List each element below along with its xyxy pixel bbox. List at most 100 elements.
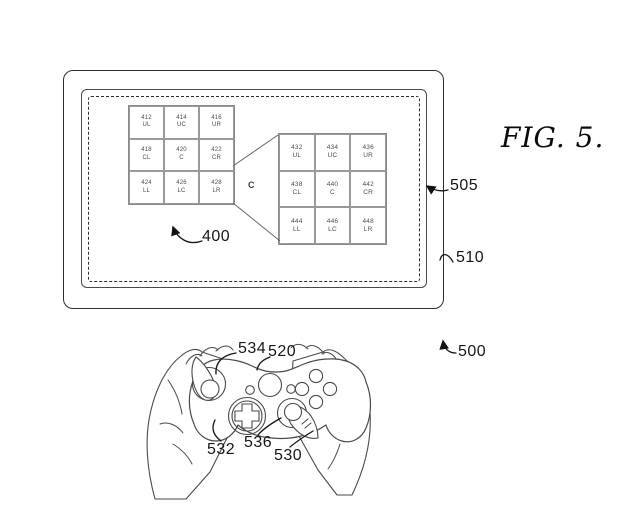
leader-532 — [212, 419, 222, 442]
zoom-cone — [232, 134, 281, 242]
leader-536 — [257, 417, 282, 436]
cell-num: 446 — [326, 217, 339, 225]
cell-pos: LC — [177, 187, 186, 194]
cell-num: 436 — [362, 144, 374, 152]
cell-pos: CL — [142, 154, 151, 161]
thumb-nail-lines — [301, 418, 312, 429]
cell-num: 438 — [291, 180, 303, 188]
cell-num: 426 — [176, 180, 187, 187]
cell-pos: C — [179, 154, 184, 161]
dpad-ring — [231, 400, 263, 432]
arrow-505 — [425, 185, 449, 195]
leader-534 — [215, 352, 237, 375]
cell-pos: CR — [211, 154, 222, 161]
cell-pos: LL — [293, 225, 301, 233]
cell-num: 444 — [291, 217, 303, 225]
cell-pos: UR — [363, 152, 374, 160]
face-button-right — [322, 381, 338, 397]
cell-pos: LR — [363, 225, 373, 233]
ref-505: 505 — [450, 177, 479, 194]
ref-500: 500 — [458, 343, 487, 360]
left-palm-line — [159, 422, 184, 434]
zoom-cone-upper-line — [232, 134, 279, 167]
cell-num: 416 — [211, 114, 222, 121]
cell-pos: CL — [292, 188, 302, 196]
dpad-outer — [227, 396, 267, 436]
cell-pos: UC — [327, 152, 338, 160]
figure-title: FIG. 5. — [501, 121, 605, 154]
display-area-dashed — [88, 96, 420, 282]
cell-num: 412 — [141, 114, 152, 121]
cell-pos: LL — [142, 187, 151, 194]
arrow-500 — [439, 339, 457, 354]
ref-532: 532 — [207, 441, 236, 458]
leader-530 — [289, 430, 314, 448]
face-button-top — [308, 368, 324, 384]
leader-520 — [256, 356, 271, 371]
ref-534: 534 — [238, 340, 267, 357]
back-button — [245, 385, 255, 395]
cell-pos: LC — [328, 225, 337, 233]
cell-num: 442 — [362, 180, 374, 188]
cell-pos: CR — [363, 188, 374, 196]
cell-pos: UL — [142, 122, 151, 129]
cell-num: 432 — [291, 144, 303, 152]
right-finger-icon — [290, 343, 309, 350]
leader-510 — [439, 253, 454, 263]
right-finger-icon — [305, 345, 325, 355]
dpad-cross-icon — [234, 403, 260, 429]
left-palm-line — [167, 379, 183, 415]
right-palm-line — [327, 443, 341, 470]
left-palm-line — [172, 443, 193, 465]
screen-bezel — [63, 70, 444, 309]
zoom-cell-label: C — [248, 180, 255, 190]
cell-num: 424 — [141, 180, 152, 187]
cell-num: 428 — [211, 180, 222, 187]
right-stick-cap — [283, 402, 303, 422]
left-finger-icon — [215, 345, 234, 352]
face-button-bottom — [308, 394, 324, 410]
cell-pos: UC — [176, 122, 187, 129]
cell-pos: LR — [212, 187, 221, 194]
face-button-left — [294, 381, 310, 397]
left-finger-icon — [199, 347, 219, 357]
cell-num: 434 — [326, 144, 339, 152]
cell-pos: C — [330, 188, 335, 196]
ref-536: 536 — [244, 434, 273, 451]
cell-num: 422 — [211, 147, 222, 154]
cell-num: 420 — [176, 147, 187, 154]
guide-button — [257, 372, 283, 398]
ref-530: 530 — [274, 447, 303, 464]
cell-num: 440 — [326, 180, 339, 188]
zoom-cone-lower-line — [232, 202, 281, 242]
left-stick-cap — [200, 379, 220, 399]
cell-num: 418 — [141, 147, 152, 154]
cell-num: 448 — [362, 217, 374, 225]
ref-520: 520 — [268, 343, 297, 360]
cell-num: 414 — [176, 114, 187, 121]
cell-pos: UL — [292, 152, 302, 160]
ref-400: 400 — [202, 228, 231, 245]
ref-510: 510 — [456, 249, 485, 266]
arrow-400 — [171, 225, 203, 244]
